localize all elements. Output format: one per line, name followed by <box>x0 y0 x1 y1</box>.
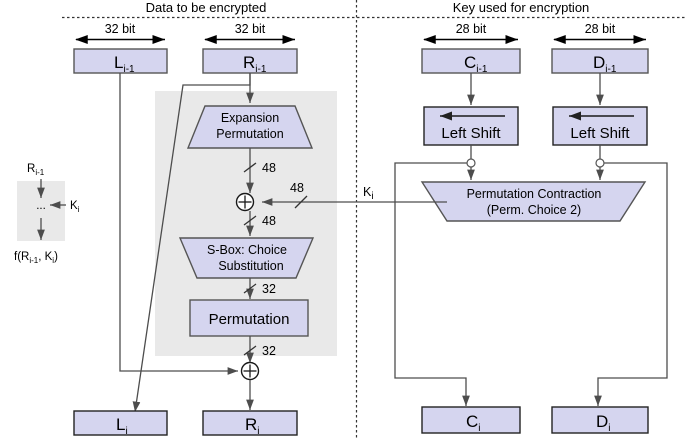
junction-dot-c <box>466 158 476 168</box>
width-after-permutation: 32 <box>262 344 276 358</box>
box-l-out[interactable] <box>73 410 168 436</box>
block-expansion-permutation[interactable] <box>186 105 314 149</box>
label-permutation: Permutation <box>209 311 290 328</box>
block-permutation-contraction[interactable] <box>420 181 647 222</box>
inset-label-r-prev: Ri-1 <box>27 163 45 177</box>
header-left: Data to be encrypted <box>146 0 267 15</box>
junction-dot-d <box>595 158 605 168</box>
label-l-out: Li <box>116 415 128 437</box>
block-permutation[interactable] <box>189 299 309 337</box>
bit-label-left-1: 32 bit <box>105 22 136 36</box>
label-sbox-line1: S-Box: Choice <box>207 243 287 257</box>
bus-tick-32a <box>243 283 257 294</box>
label-pc2-line2: (Perm. Choice 2) <box>487 203 581 217</box>
block-left-shift-2[interactable] <box>552 106 648 146</box>
label-left-shift-1: Left Shift <box>441 125 501 142</box>
label-pc2-line1: Permutation Contraction <box>467 187 602 201</box>
label-sbox-line2: Substitution <box>218 259 283 273</box>
inset-label-ki: Ki <box>70 200 80 214</box>
width-after-expansion: 48 <box>262 161 276 175</box>
bus-tick-32b <box>243 345 257 356</box>
block-sbox[interactable] <box>178 237 315 279</box>
inset-label-result: f(Ri-1, Ki) <box>14 251 58 265</box>
label-expansion-line2: Permutation <box>216 127 283 141</box>
wire-c-feedback-rail <box>394 162 471 406</box>
label-l-prev: Li-1 <box>114 53 135 75</box>
box-r-prev[interactable] <box>202 48 298 74</box>
label-r-prev: Ri-1 <box>243 53 267 75</box>
width-after-sbox: 32 <box>262 282 276 296</box>
box-c-out[interactable] <box>421 406 521 434</box>
inset-dots: ... <box>36 200 46 212</box>
label-d-out: Di <box>596 412 611 434</box>
bit-label-left-2: 32 bit <box>235 22 266 36</box>
width-after-xor: 48 <box>262 214 276 228</box>
box-l-prev[interactable] <box>73 48 168 74</box>
bit-label-right-2: 28 bit <box>585 22 616 36</box>
bus-tick-48b <box>243 215 257 226</box>
label-left-shift-2: Left Shift <box>570 125 630 142</box>
label-r-out: Ri <box>245 415 260 437</box>
label-c-prev: Ci-1 <box>464 53 488 75</box>
width-into-xor-key: 48 <box>290 181 304 195</box>
box-d-out[interactable] <box>551 406 649 434</box>
block-left-shift-1[interactable] <box>423 106 519 146</box>
bus-tick-48a <box>243 162 257 173</box>
label-c-out: Ci <box>466 412 481 434</box>
header-right: Key used for encryption <box>453 0 590 15</box>
bus-tick-48-key <box>294 195 308 209</box>
label-subkey-ki: Ki <box>363 185 374 202</box>
label-d-prev: Di-1 <box>593 53 617 75</box>
wire-lprev-to-xor <box>119 73 238 375</box>
wire-d-feedback-rail <box>594 162 668 406</box>
box-r-out[interactable] <box>202 410 298 436</box>
label-expansion-line1: Expansion <box>221 111 279 125</box>
bit-label-right-1: 28 bit <box>456 22 487 36</box>
